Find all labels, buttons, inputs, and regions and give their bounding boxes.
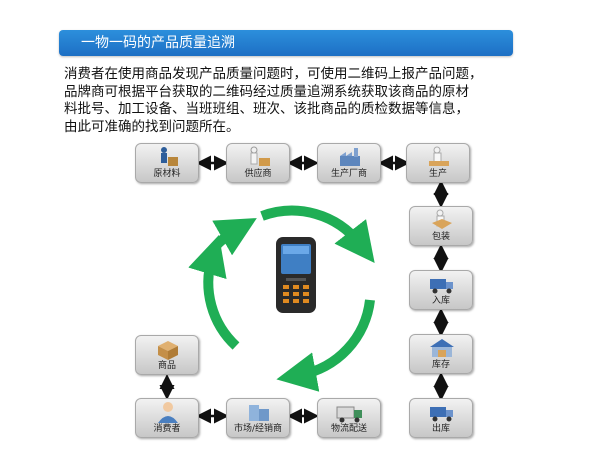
cycle-arrows — [188, 205, 375, 392]
factory-icon — [340, 148, 360, 166]
node-goods: 商品 — [135, 335, 199, 375]
description-line: 消费者在使用商品发现产品质量问题时，可使用二维码上报产品问题， — [64, 66, 483, 82]
handheld-scanner-icon — [276, 237, 316, 313]
node-packaging: 包装 — [409, 206, 473, 246]
node-label: 消费者 — [153, 424, 181, 434]
node-label: 商品 — [157, 361, 176, 371]
node-inventory: 库存 — [409, 334, 473, 374]
building-icon — [249, 405, 269, 421]
person-icon — [158, 402, 178, 423]
page-title: 一物一码的产品质量追溯 — [81, 35, 235, 51]
node-label: 市场/经销商 — [233, 424, 283, 434]
node-label: 生产 — [428, 169, 447, 179]
node-label: 包装 — [431, 232, 450, 242]
node-logistics: 物流配送 — [317, 398, 381, 438]
node-production: 生产 — [406, 143, 470, 183]
node-market: 市场/经销商 — [226, 398, 290, 438]
title-bar: 一物一码的产品质量追溯 — [59, 30, 513, 56]
production-icon — [429, 146, 449, 166]
description-line: 由此可准确的找到问题所在。 — [64, 118, 240, 135]
cycle-arrow-top — [260, 205, 375, 263]
cycle-arrow-left — [210, 218, 257, 256]
description-line: 品牌商可根据平台获取的二维码经过质量追溯系统获取该商品的原材 — [64, 83, 469, 100]
node-label: 原材料 — [153, 169, 181, 179]
packaging-icon — [432, 209, 452, 229]
node-consumer: 消费者 — [135, 398, 199, 438]
node-warehouse-in: 入库 — [409, 270, 473, 310]
description-line: 料批号、加工设备、当班班组、班次、该批商品的质检数据等信息， — [64, 101, 469, 117]
box-icon — [158, 341, 178, 360]
truck-icon — [430, 279, 453, 294]
raw-material-icon — [161, 147, 178, 166]
description-paragraph: 消费者在使用商品发现产品质量问题时，可使用二维码上报产品问题， 品牌商可根据平台… — [64, 66, 534, 136]
node-raw-material: 原材料 — [135, 143, 199, 183]
node-label: 出库 — [431, 424, 450, 434]
delivery-truck-icon — [336, 406, 362, 423]
node-label: 物流配送 — [330, 424, 367, 434]
node-label: 入库 — [431, 296, 450, 306]
warehouse-icon — [430, 339, 454, 357]
node-warehouse-out: 出库 — [409, 398, 473, 438]
node-manufacturer: 生产厂商 — [317, 143, 381, 183]
node-label: 供应商 — [244, 169, 272, 179]
node-label: 生产厂商 — [330, 169, 367, 179]
truck-icon — [430, 407, 453, 422]
node-supplier: 供应商 — [226, 143, 290, 183]
supplier-icon — [250, 146, 270, 166]
cycle-arrow-bottom-left — [188, 235, 240, 350]
node-label: 库存 — [431, 360, 450, 370]
cycle-arrow-right — [276, 299, 375, 392]
